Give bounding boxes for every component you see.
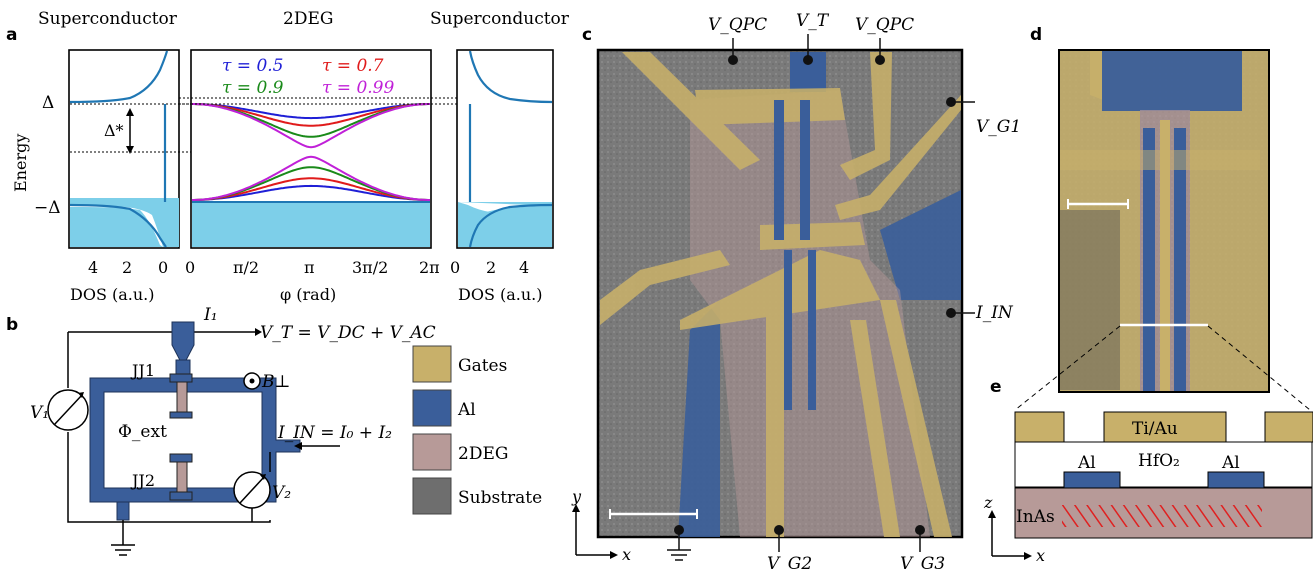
left-dos-curve xyxy=(69,50,169,248)
hfo2-label: HfO₂ xyxy=(1138,451,1180,471)
al-right-label: Al xyxy=(1221,453,1240,473)
material-legend xyxy=(412,345,452,515)
mid-xtick-pi: π xyxy=(304,258,315,277)
axis-x-label-e: x xyxy=(1036,546,1045,565)
left-xtick-0: 0 xyxy=(158,258,168,277)
left-xlabel: DOS (a.u.) xyxy=(70,285,155,304)
jj1-label: JJ1 xyxy=(130,361,155,380)
right-dos-plot xyxy=(456,49,554,249)
panel-letter-c: c xyxy=(582,25,592,45)
panel-letter-d: d xyxy=(1030,25,1042,45)
vt-equation: V_T = V_DC + V_AC xyxy=(260,323,436,343)
mid-xtick-pi2: π/2 xyxy=(233,258,259,277)
phi-ext-label: Φ_ext xyxy=(118,422,167,442)
sem-image-c xyxy=(596,34,975,561)
axis-x-label-c: x xyxy=(622,545,631,564)
axis-z-label-e: z xyxy=(983,493,993,512)
zoom-line-right xyxy=(1207,325,1311,411)
inas-label: InAs xyxy=(1016,507,1055,527)
left-xtick-4: 4 xyxy=(88,258,98,277)
bperp-label: B⊥ xyxy=(261,372,290,392)
mid-xtick-2pi: 2π xyxy=(419,258,440,277)
abs-plot xyxy=(190,49,432,249)
abs-curve-upper-1 xyxy=(192,103,430,127)
legend-tau-09: τ = 0.9 xyxy=(222,78,284,98)
abs-curve-lower-1 xyxy=(192,177,430,201)
axis-y-arrow-c xyxy=(572,504,580,512)
right-xtick-4: 4 xyxy=(519,258,529,277)
vg1-label: V_G1 xyxy=(976,117,1021,137)
left-dos-plot xyxy=(68,49,180,249)
vg3-label: V_G3 xyxy=(900,554,945,571)
legend-al: Al xyxy=(457,400,476,420)
panel-letter-b: b xyxy=(6,315,18,335)
left-title: Superconductor xyxy=(38,9,178,29)
ytick-delta: Δ xyxy=(42,93,54,113)
axis-x-arrow-c xyxy=(610,551,618,559)
abs-curve-lower-3 xyxy=(192,155,430,201)
vg2-label: V_G2 xyxy=(767,554,812,571)
left-dos-fill-top xyxy=(70,198,179,247)
mid-title: 2DEG xyxy=(283,9,333,29)
mid-xlabel: φ (rad) xyxy=(280,285,336,304)
al-left-label: Al xyxy=(1077,453,1096,473)
cross-section-e xyxy=(1014,411,1313,539)
legend-tau-099: τ = 0.99 xyxy=(322,78,394,98)
legend-substrate: Substrate xyxy=(458,488,542,508)
vqpc-left-label: V_QPC xyxy=(708,15,767,35)
iin-label-c: I_IN xyxy=(975,303,1014,323)
vqpc-right-label: V_QPC xyxy=(855,15,914,35)
right-title: Superconductor xyxy=(430,9,570,29)
right-xtick-2: 2 xyxy=(486,258,496,277)
i1-label: I₁ xyxy=(203,305,218,325)
iin-equation: I_IN = I₀ + I₂ xyxy=(277,423,392,443)
left-dos-fill xyxy=(70,207,163,247)
right-xtick-0: 0 xyxy=(450,258,460,277)
v2-label: V₂ xyxy=(272,483,291,503)
mid-xtick-0: 0 xyxy=(185,258,195,277)
energy-ylabel: Energy xyxy=(11,134,30,192)
legend-tau-07: τ = 0.7 xyxy=(322,56,384,76)
axis-y-label-c: y xyxy=(571,487,582,506)
sem-image-d xyxy=(1058,49,1270,393)
legend-gates: Gates xyxy=(458,356,507,376)
v1-label: V₁ xyxy=(30,403,49,423)
delta-star-arrowhead-up xyxy=(126,108,134,116)
abs-curve-upper-0 xyxy=(192,103,430,120)
delta-star-arrowhead-down xyxy=(126,146,134,154)
axis-x-arrow-e xyxy=(1024,552,1032,560)
abs-curve-upper-3 xyxy=(192,103,430,149)
tiau-label: Ti/Au xyxy=(1132,419,1178,439)
abs-curve-lower-0 xyxy=(192,184,430,201)
abs-curves xyxy=(192,103,430,201)
zoom-line-left xyxy=(1014,325,1121,411)
legend-tau-05: τ = 0.5 xyxy=(222,56,284,76)
left-xtick-2: 2 xyxy=(122,258,132,277)
mid-xtick-3pi2: 3π/2 xyxy=(352,258,388,277)
squid-circuit xyxy=(47,321,340,556)
delta-star-label: Δ* xyxy=(104,121,124,140)
vt-label-c: V_T xyxy=(796,11,830,31)
jj2-label: JJ2 xyxy=(130,471,155,490)
right-xlabel: DOS (a.u.) xyxy=(458,285,543,304)
ytick-minus-delta: −Δ xyxy=(34,198,61,218)
panel-letter-e: e xyxy=(990,377,1002,397)
legend-2deg: 2DEG xyxy=(458,444,508,464)
panel-letter-a: a xyxy=(6,25,17,45)
axis-z-arrow-e xyxy=(988,510,996,518)
